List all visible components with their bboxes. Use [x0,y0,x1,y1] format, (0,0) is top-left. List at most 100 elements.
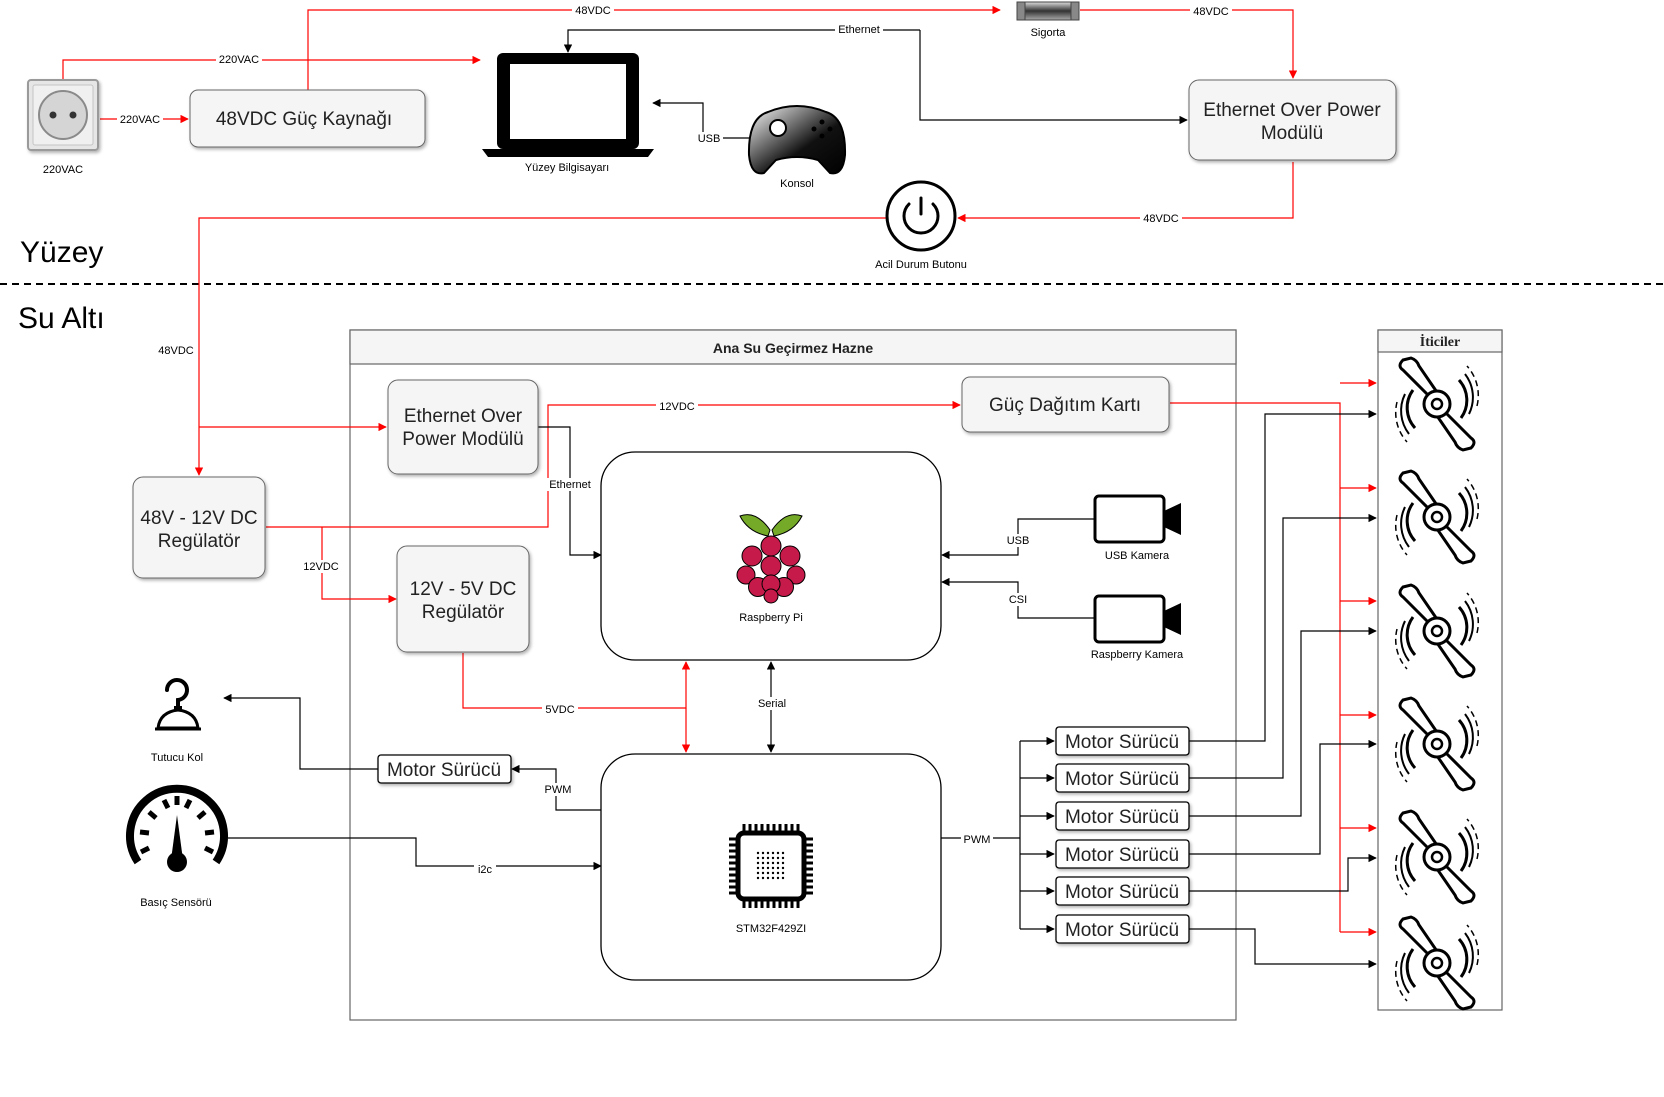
laptop-node: Yüzey Bilgisayarı [482,53,654,174]
thruster-driver-box: Motor Sürücü [1055,763,1190,793]
thruster-driver-box: Motor Sürücü [1055,726,1190,756]
thruster-driver-label: Motor Sürücü [1065,769,1179,790]
edge-reg12-pdb [266,400,961,528]
inner-eop-label-2: Power Modülü [402,429,523,450]
raspberry-pi-caption: Raspberry Pi [739,612,803,624]
edge-driver-thruster-4 [1189,739,1377,855]
arm-driver-box: Motor Sürücü [377,754,512,784]
estop-node: Acil Durum Butonu [875,180,967,271]
edge-label-pwm-thrusters: PWM [964,834,991,846]
raspberry-camera-caption: Raspberry Kamera [1091,649,1184,661]
edge-label-serial: Serial [758,698,786,710]
thruster-driver-label: Motor Sürücü [1065,732,1179,753]
enclosure-title: Ana Su Geçirmez Hazne [713,340,873,356]
mcu-caption: STM32F429ZI [736,923,806,935]
edge-label-usb-console: USB [698,133,721,145]
edge-pdb-bus [1170,402,1341,932]
fuse-caption: Sigorta [1031,27,1067,39]
inner-eop-box: Ethernet Over Power Modülü [387,379,539,475]
edge-sensor-mcu [228,837,602,871]
console-node: Konsol [747,105,847,190]
raspberry-pi-icon [736,514,806,604]
edge-driver-thruster-1 [1189,409,1377,742]
socket-icon [38,90,88,140]
edge-label-5v: 5VDC [545,704,574,716]
camera-icon [1093,594,1181,644]
fuse-node: Sigorta [1016,1,1080,39]
socket-caption: 220VAC [43,164,83,176]
edge-driver-thruster-3 [1189,626,1377,817]
edge-label-ethernet-top: Ethernet [838,24,880,36]
thruster-driver-label: Motor Sürücü [1065,882,1179,903]
edge-label-csi-cam: CSI [1009,594,1027,606]
edge-psu-fuse [307,5,1001,90]
edge-label-ac-top: 220VAC [219,54,259,66]
mcu-box: STM32F429ZI [600,753,942,981]
camera-icon [1093,494,1181,544]
pdb-box: Güç Dağıtım Kartı [961,376,1170,433]
pressure-sensor-node: Basıç Sensörü [126,784,228,909]
thruster-driver-box: Motor Sürücü [1055,839,1190,869]
edge-driver-gripper [223,693,378,770]
section-surface-title: Yüzey [20,236,103,269]
console-caption: Konsol [780,178,814,190]
edge-fuse-eop [1080,9,1298,79]
edge-label-tether-48: 48VDC [158,345,194,357]
inner-eop-label-1: Ethernet Over [404,406,523,427]
psu-label: 48VDC Güç Kaynağı [216,109,392,130]
edge-console-laptop [652,98,750,139]
edge-label-eop-estop: 48VDC [1143,213,1179,225]
edge-driver-thruster-5 [1189,853,1377,892]
thrusters-container: İticiler [1377,329,1503,1011]
regulator-12-5-label-1: 12V - 5V DC [410,579,517,600]
edge-ethernet-laptop [563,29,920,53]
surface-eop-box: Ethernet Over Power Modülü [1188,79,1397,161]
usb-camera-node: USB Kamera [1093,494,1181,562]
edge-driver-thruster-6 [1189,928,1377,969]
gripper-node: Tutucu Kol [151,678,203,764]
edge-label-fuse-48: 48VDC [1193,6,1229,18]
gamepad-icon [747,105,847,175]
surface-eop-label-2: Modülü [1261,123,1323,144]
regulator-12-5-label-2: Regülatör [422,602,505,623]
estop-caption: Acil Durum Butonu [875,259,967,271]
thruster-driver-box: Motor Sürücü [1055,914,1190,944]
hook-icon [155,678,201,731]
thruster-driver-box: Motor Sürücü [1055,876,1190,906]
edge-socket-laptop [62,55,481,80]
edge-label-reg-12: 12VDC [303,561,339,573]
psu-box: 48VDC Güç Kaynağı [189,89,426,148]
edge-label-ac-psu: 220VAC [120,114,160,126]
thruster-driver-label: Motor Sürücü [1065,920,1179,941]
surface-eop-label-1: Ethernet Over Power [1203,100,1381,121]
raspberry-camera-node: Raspberry Kamera [1091,594,1184,661]
edge-label-i2c: i2c [478,864,493,876]
gripper-caption: Tutucu Kol [151,752,203,764]
thruster-driver-label: Motor Sürücü [1065,845,1179,866]
edge-reg12-reg5 [321,527,397,604]
thruster-driver-label: Motor Sürücü [1065,807,1179,828]
laptop-caption: Yüzey Bilgisayarı [525,162,609,174]
regulator-48-12-label-1: 48V - 12V DC [140,508,257,529]
edge-label-pdb-12: 12VDC [659,401,695,413]
edge-label-usb-cam: USB [1007,535,1030,547]
section-underwater-title: Su Altı [18,302,105,335]
power-button-icon [885,180,957,252]
edge-eop-estop [957,162,1294,223]
usb-camera-caption: USB Kamera [1105,550,1170,562]
thruster-driver-box: Motor Sürücü [1055,801,1190,831]
microcontroller-icon [729,824,813,908]
regulator-48-12-box: 48V - 12V DC Regülatör [132,476,266,579]
pdb-label: Güç Dağıtım Kartı [989,395,1141,416]
fuse-icon [1016,1,1080,21]
arm-driver-label: Motor Sürücü [387,760,501,781]
pressure-sensor-caption: Basıç Sensörü [140,897,212,909]
socket-node: 220VAC [27,79,99,176]
thrusters-title: İticiler [1420,333,1460,350]
edge-estop-regulator [194,217,886,476]
laptop-icon [482,53,654,157]
edge-driver-thruster-2 [1189,513,1377,779]
regulator-12-5-box: 12V - 5V DC Regülatör [396,545,530,653]
raspberry-pi-box: Raspberry Pi [600,451,942,661]
edge-label-pwm-arm: PWM [545,784,572,796]
